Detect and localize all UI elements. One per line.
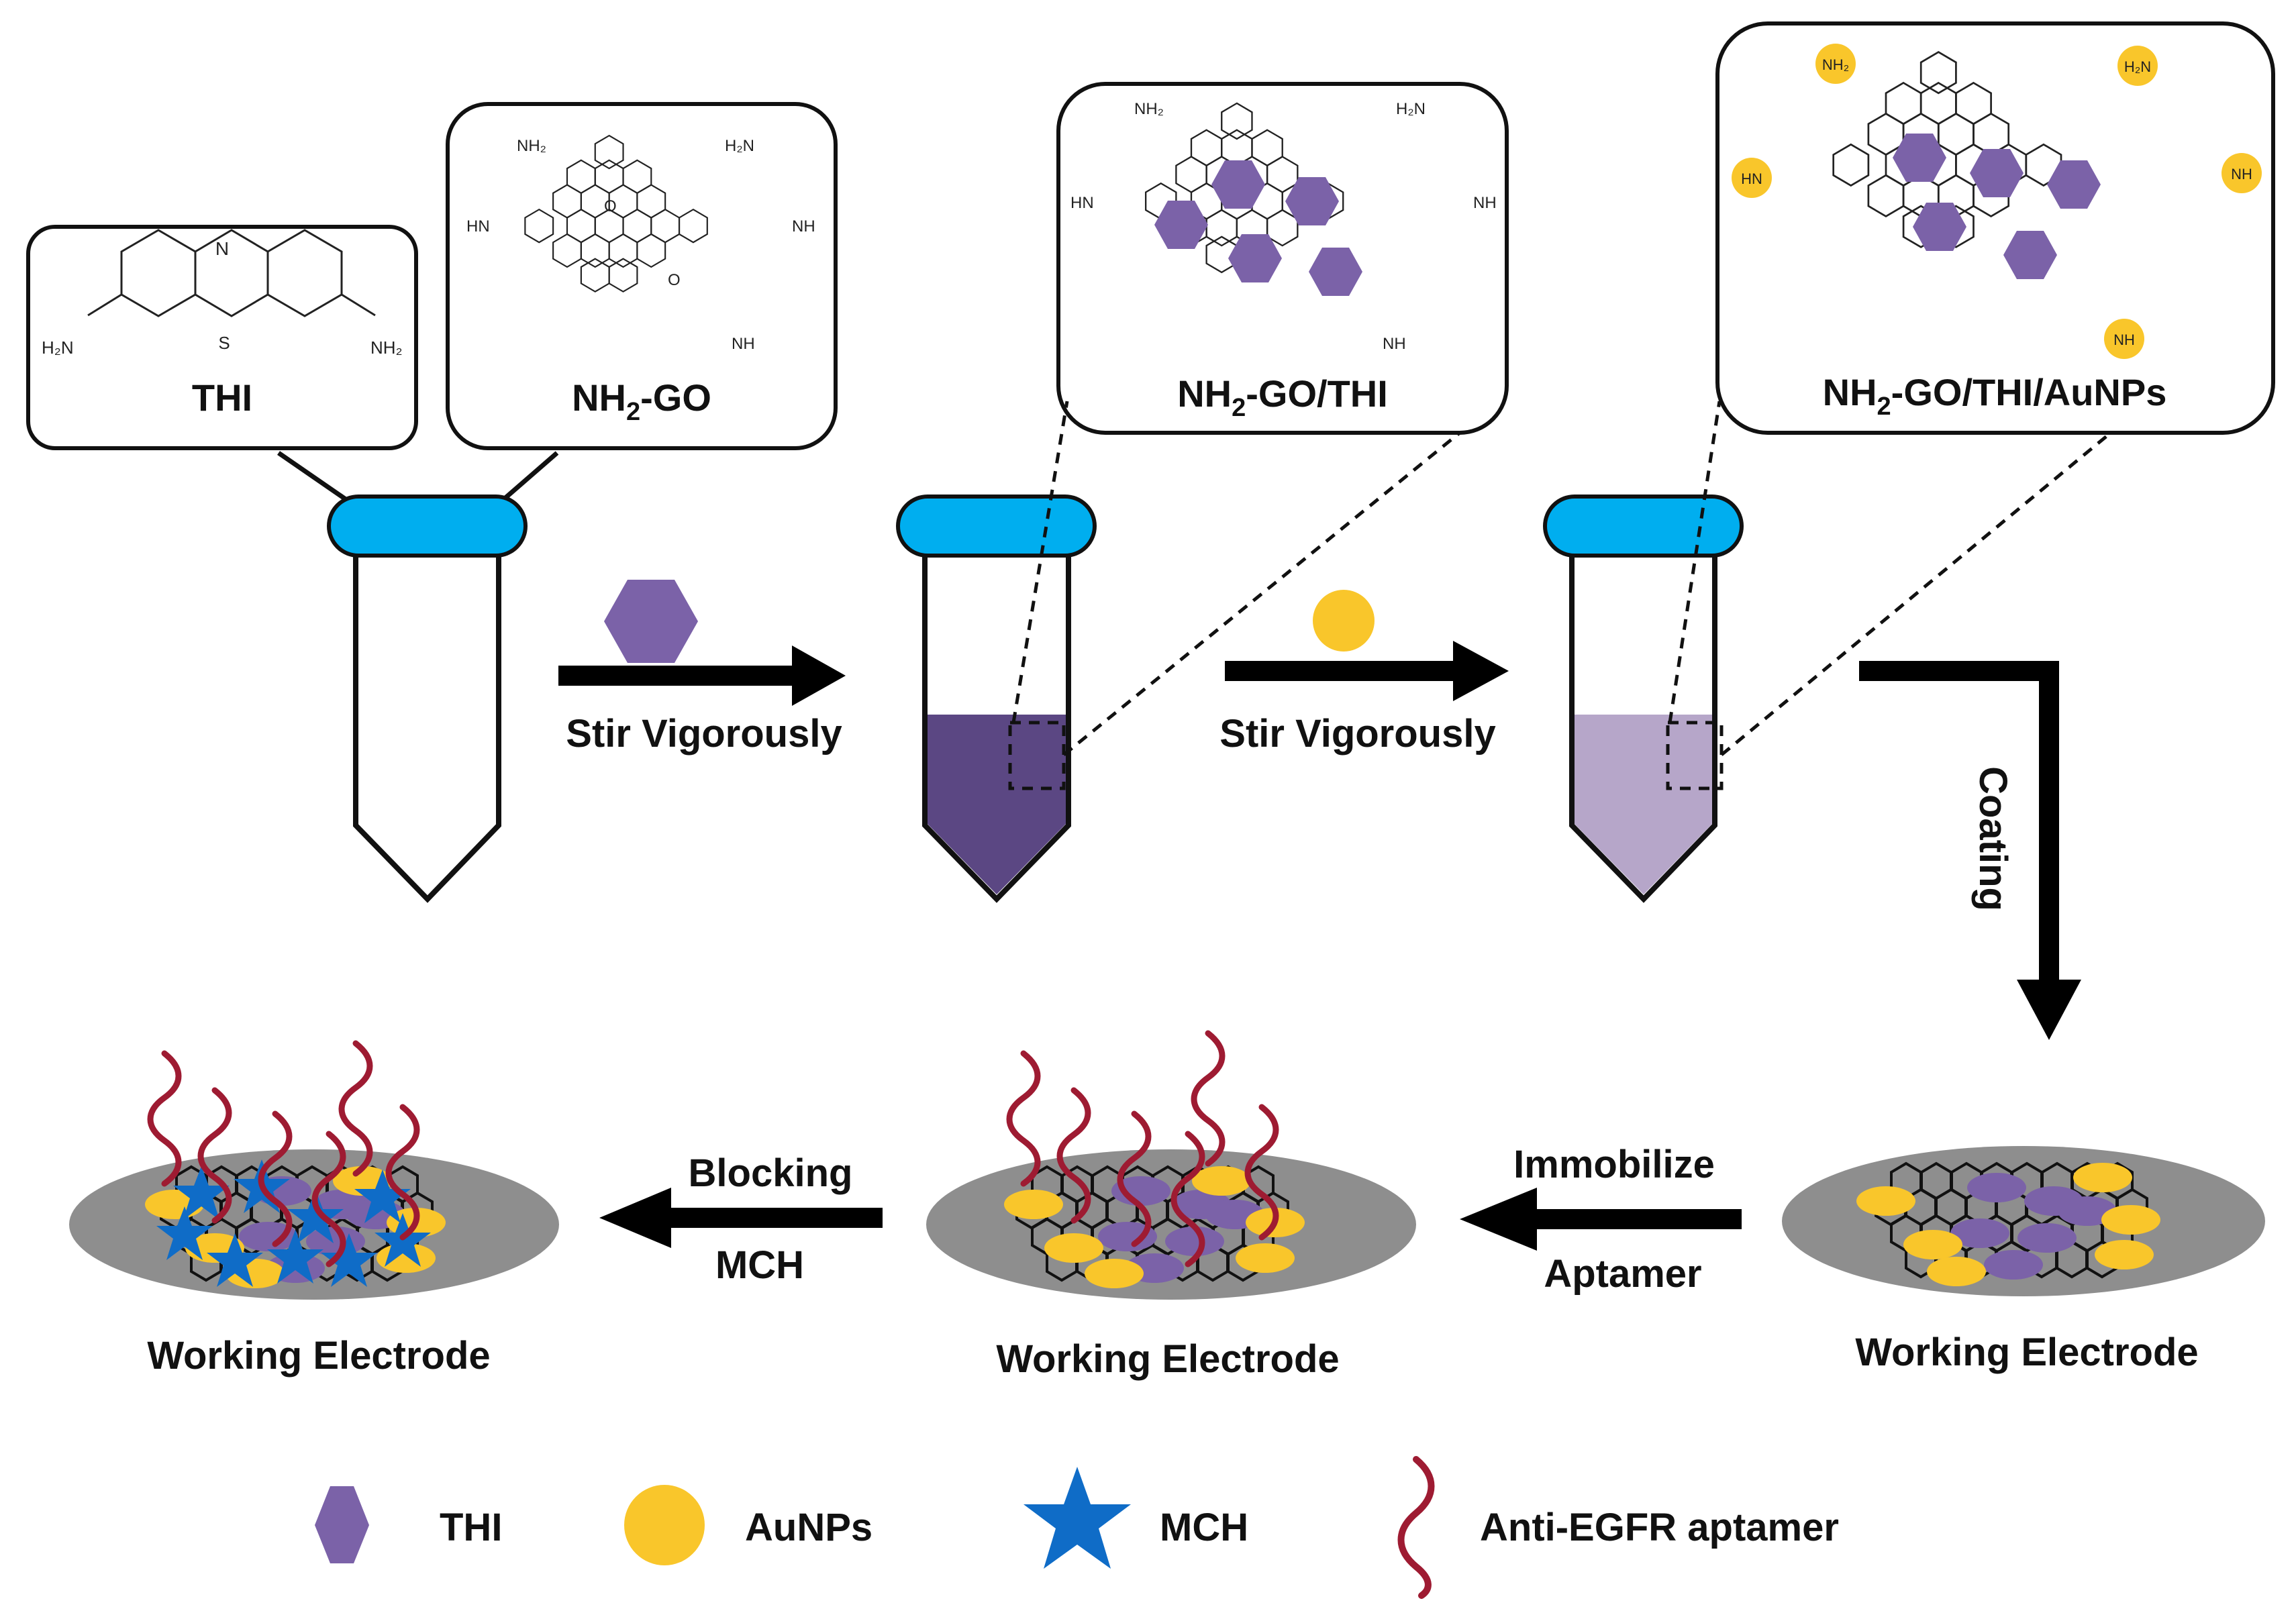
aunps-box-nh2-atom: NH₂ <box>1822 56 1849 73</box>
tube-2-cap <box>896 495 1097 558</box>
aunps-box-h2n-atom: H₂N <box>2124 58 2151 75</box>
aunps-box-hn-atom: HN <box>1741 170 1762 187</box>
nh2-go-thi-aunps-box-title: NH2-GO/THI/AuNPs <box>1823 371 2167 421</box>
nh2-go-thi-hn-atom: HN <box>1070 194 1094 212</box>
thi-nh2-label: NH₂ <box>370 337 403 358</box>
legend-item-thi: THI <box>315 1486 502 1563</box>
nh2-go-thi-h2n-atom: H₂N <box>1396 100 1426 118</box>
bound-aunp <box>2104 319 2144 359</box>
nh2-go-thi-aunps-gold-particles <box>1732 44 2262 359</box>
legend-item-aunps: AuNPs <box>624 1485 872 1565</box>
legend-aunps-label: AuNPs <box>745 1506 872 1549</box>
thi-n-atom: N <box>215 238 229 259</box>
nh2-go-thi-molecule-box: NH₂ H₂N HN NH NH NH2-GO/THI <box>1056 82 1509 435</box>
legend-aunp-circle-icon <box>624 1485 705 1565</box>
nh2-go-o-atom: O <box>604 197 617 215</box>
nh2-go-nh2-atom: NH₂ <box>517 137 546 155</box>
legend-thi-label: THI <box>440 1506 502 1549</box>
electrode-coated-label: Working Electrode <box>1855 1331 2198 1374</box>
thi-structure-drawing <box>87 229 376 317</box>
stir-step-2: Stir Vigorously <box>1219 590 1509 756</box>
electrode-aptamer-label: Working Electrode <box>996 1337 1339 1381</box>
nh2-go-thi-box-title: NH2-GO/THI <box>1177 372 1388 422</box>
immobilize-step: Immobilize Aptamer <box>1460 1143 1742 1296</box>
nh2-go-box-title: NH2-GO <box>572 376 711 426</box>
coating-step-label: Coating <box>1971 766 2015 911</box>
legend: THI AuNPs MCH Anti-EGFR aptamer <box>315 1456 1839 1599</box>
nh2-go-thi-nh2-atom: NH₂ <box>1134 100 1164 118</box>
legend-mch-label: MCH <box>1160 1506 1248 1549</box>
tube-1-empty <box>327 495 528 903</box>
nh2-go-o-epoxy-atom: O <box>668 271 681 289</box>
aunp-reagent-icon <box>1313 590 1375 652</box>
tube-2-zoom-region <box>1008 721 1066 790</box>
bound-aunp <box>2117 46 2158 86</box>
nh2-go-thi-nh-atom: NH <box>1473 194 1497 212</box>
bound-aunp <box>2222 153 2262 193</box>
tube-3-cap <box>1543 495 1744 558</box>
legend-mch-star-icon <box>1024 1467 1131 1569</box>
stir-step-2-label: Stir Vigorously <box>1219 712 1495 756</box>
electrode-blocked: Working Electrode <box>69 1043 559 1378</box>
bound-aunp <box>1732 158 1772 198</box>
nh2-go-hn-atom: HN <box>466 217 490 236</box>
blocking-step-label: Blocking <box>689 1151 853 1195</box>
thi-hexagon-reagent-icon <box>604 580 698 663</box>
legend-item-mch: MCH <box>1024 1467 1248 1569</box>
zoom-callout-lines <box>1011 401 2112 756</box>
immobilize-step-label: Immobilize <box>1513 1143 1715 1186</box>
nh2-go-thi-aunps-molecule-box: NH₂ H₂N HN NH NH NH2-GO/THI/AuNPs <box>1715 21 2275 435</box>
electrode-with-aptamer: Working Electrode <box>926 1033 1416 1381</box>
mch-step-label: MCH <box>715 1243 804 1287</box>
electrode-aunp-spots <box>1856 1163 2160 1286</box>
nh2-go-nh-lower-atom: NH <box>732 335 755 353</box>
tube-1-cap <box>327 495 528 558</box>
tube-2-dark-solution <box>896 495 1097 903</box>
aunps-box-nh-lower-atom: NH <box>2113 331 2135 348</box>
electrode-coated: Working Electrode <box>1782 1146 2265 1374</box>
legend-aptamer-squiggle-icon <box>1397 1456 1435 1599</box>
nh2-go-molecule-box: NH₂ H₂N HN NH NH O O NH2-GO <box>446 102 838 450</box>
coating-step: Coating <box>1859 661 2081 1040</box>
nh2-go-thi-nh-lower-atom: NH <box>1383 335 1406 353</box>
tube-3-solution <box>1575 715 1712 894</box>
electrode-blocked-label: Working Electrode <box>147 1334 490 1378</box>
legend-thi-hexagon-icon <box>315 1486 369 1563</box>
thi-box-title: THI <box>192 376 252 419</box>
aunps-box-nh-atom: NH <box>2231 166 2252 183</box>
nh2-go-h2n-atom: H₂N <box>725 137 754 155</box>
electrode-thi-spots <box>1098 1176 1264 1283</box>
aptamer-step-label: Aptamer <box>1544 1252 1701 1296</box>
tube-2-solution <box>928 715 1066 894</box>
legend-item-aptamer: Anti-EGFR aptamer <box>1397 1456 1839 1599</box>
nh2-go-nh-atom: NH <box>792 217 815 236</box>
electrode-thi-spots <box>1950 1173 2117 1280</box>
thi-h2n-label: H₂N <box>42 337 74 358</box>
tube-3-light-solution <box>1543 495 1744 903</box>
bound-aunp <box>1815 44 1856 84</box>
thi-s-atom: S <box>218 333 230 353</box>
blocking-step: Blocking MCH <box>599 1151 883 1287</box>
thi-molecule-box: N S H₂N NH₂ THI <box>26 225 418 450</box>
stir-step-1-label: Stir Vigorously <box>566 712 842 756</box>
stir-step-1: Stir Vigorously <box>558 580 846 756</box>
legend-aptamer-label: Anti-EGFR aptamer <box>1480 1506 1839 1549</box>
electrode-disk <box>926 1149 1416 1300</box>
tube-3-zoom-region <box>1666 721 1724 790</box>
